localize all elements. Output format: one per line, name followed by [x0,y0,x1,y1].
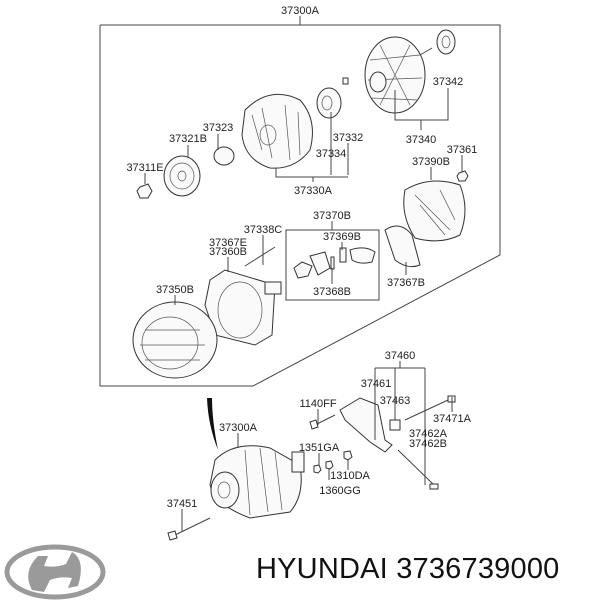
label-37361: 37361 [447,144,478,156]
alternator-assembly-37300A [209,445,305,519]
label-37390B: 37390B [412,156,450,168]
stator-37350B [132,301,218,379]
label-37462B: 37462B [409,438,447,450]
label-37321B: 37321B [169,133,207,145]
nut-1360GG [325,460,334,470]
part-number: 3736739000 [396,553,560,585]
leader-lines [144,88,463,532]
label-37367E: 37367E [209,237,247,249]
label-37451: 37451 [167,498,198,510]
bolt-1140FF [309,414,336,430]
arrow-indicator [207,398,218,450]
brand-name: HYUNDAI [256,553,388,585]
label-37461: 37461 [361,378,392,390]
label-37300A-top: 37300A [281,5,320,17]
label-37342: 37342 [433,76,464,88]
rear-cover-37390B [403,180,466,242]
nut-37361 [456,170,469,182]
label-37323: 37323 [203,122,234,134]
label-37369B: 37369B [323,231,361,243]
label-37340: 37340 [406,134,437,146]
bolt-37451 [167,517,211,541]
hyundai-logo [4,544,106,600]
nut-1351GA [313,464,322,474]
label-37334: 37334 [316,148,347,160]
label-37330A: 37330A [294,185,333,197]
part-labels: 37300A 37342 37340 37323 37321B 37332 37… [126,5,477,510]
bearing-37334 [316,87,342,119]
front-housing-37330A [241,93,313,169]
label-1351GA: 1351GA [299,442,340,454]
bearing-37342 [436,29,456,55]
label-37367B: 37367B [387,277,425,289]
rotor-37340 [364,36,433,114]
label-37368B: 37368B [313,286,351,298]
nut-1310DA [343,450,353,461]
label-1310DA: 1310DA [330,470,370,482]
bolt-37462 [397,449,439,490]
label-37462A: 37462A [409,428,448,440]
screw-37332 [342,77,349,85]
label-1140FF: 1140FF [299,398,336,410]
brush-holder-37370B [285,229,380,301]
pulley-37321B [163,155,201,197]
label-37460: 37460 [385,350,416,362]
label-37350B: 37350B [156,284,194,296]
label-37360B: 37360B [209,246,247,258]
label-37338C: 37338C [244,224,283,236]
regulator-37367B [384,225,421,268]
bushing-37463 [389,419,401,431]
label-37370B: 37370B [313,210,351,222]
brand-part-number: HYUNDAI 3736739000 [256,553,559,586]
label-37471A: 37471A [433,413,472,425]
rear-housing-37360B [204,246,282,346]
label-37300A-bottom: 37300A [219,422,258,434]
exploded-view-frame [99,24,501,387]
nut-37311E [136,183,153,199]
label-37463: 37463 [380,395,411,407]
label-37311E: 37311E [126,162,163,174]
spacer-37323 [213,146,235,166]
label-1360GG: 1360GG [319,485,361,497]
bracket-37461 [339,397,393,453]
label-37332: 37332 [333,132,364,144]
